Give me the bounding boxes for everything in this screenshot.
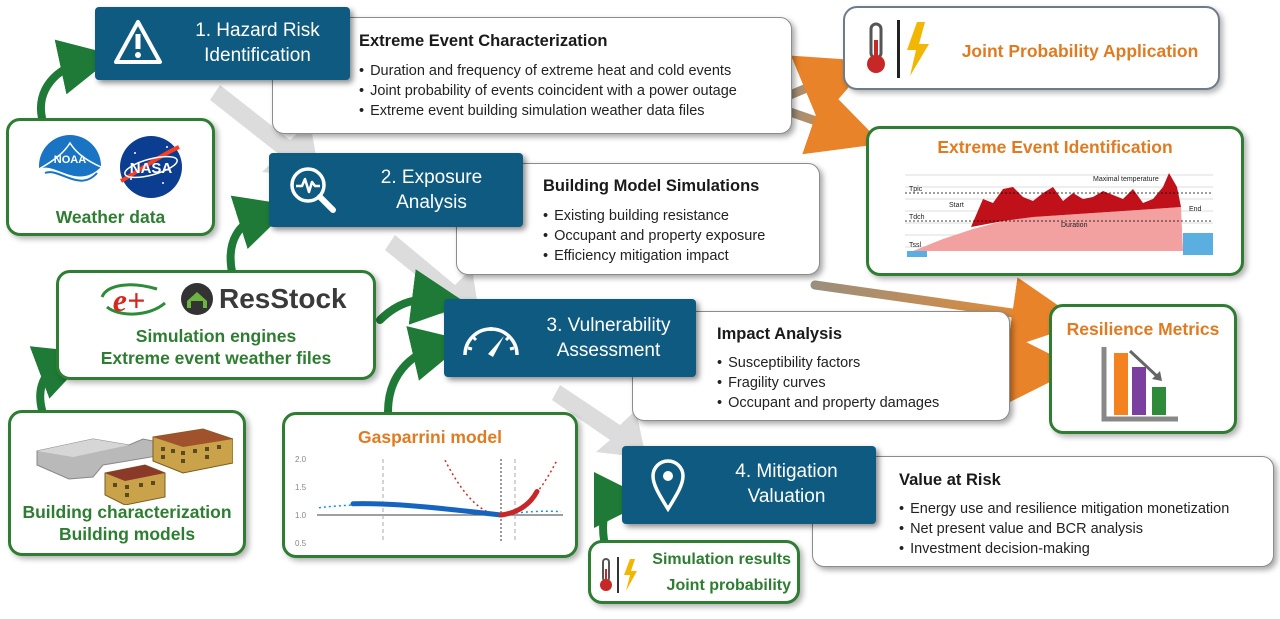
- extreme-event-card: Extreme Event Identification Tpic Start …: [866, 126, 1244, 276]
- step-4-title: 4. Mitigation Valuation: [735, 461, 838, 507]
- vulnerability-details-heading: Impact Analysis: [717, 325, 843, 343]
- extreme-event-mini-chart: Tpic Start Tdch Tssl Duration End Maxima…: [905, 173, 1213, 257]
- tpic-label: Tpic: [909, 186, 923, 193]
- step-1-title: 1. Hazard Risk Identification: [195, 20, 320, 66]
- end-label: End: [1189, 206, 1202, 213]
- resstock-house-icon: [181, 283, 213, 315]
- simulation-engines-label: Simulation engines Extreme event weather…: [100, 326, 332, 368]
- mitigation-bullet: Net present value and BCR analysis: [899, 519, 1229, 539]
- gasparrini-chart: 2.0 1.5 1.0 0.5: [295, 455, 563, 548]
- hazard-details-heading: Extreme Event Characterization: [359, 32, 608, 50]
- y-tick-label: 0.5: [295, 539, 307, 548]
- duration-label: Duration: [1061, 222, 1088, 229]
- gasparrini-card: Gasparrini model 2.0 1.5 1.0 0.5: [282, 412, 578, 558]
- exposure-bullet: Occupant and property exposure: [543, 226, 765, 246]
- maximal-temperature-label: Maximal temperature: [1093, 176, 1159, 183]
- simulation-results-card: Simulation results Joint probability: [588, 540, 800, 604]
- heat-effect-curve: [498, 488, 540, 518]
- vulnerability-bullet-list: Susceptibility factors Fragility curves …: [717, 353, 939, 413]
- resilience-metrics-card: Resilience Metrics: [1049, 304, 1237, 434]
- step-3-title: 3. Vulnerability Assessment: [546, 315, 671, 361]
- step-1-hazard-risk-box: 1. Hazard Risk Identification: [95, 7, 350, 80]
- simulation-engines-card: e+ ResStock Simulation engines Extreme e…: [56, 270, 376, 380]
- y-tick-label: 2.0: [295, 455, 307, 464]
- noaa-text: NOAA: [54, 154, 86, 166]
- resilience-metrics-label: Resilience Metrics: [1066, 319, 1220, 339]
- tssl-label: Tssl: [909, 242, 922, 249]
- y-tick-label: 1.0: [295, 511, 307, 520]
- mitigation-details-card: Value at Risk Energy use and resilience …: [812, 456, 1274, 567]
- hazard-bullet-list: Duration and frequency of extreme heat a…: [359, 61, 737, 121]
- step-3-vulnerability-box: 3. Vulnerability Assessment: [444, 299, 696, 377]
- step-2-exposure-box: 2. Exposure Analysis: [269, 153, 523, 227]
- resstock-logo: ResStock: [179, 281, 349, 317]
- gauge-icon: [463, 327, 519, 357]
- noaa-logo: NOAA: [38, 135, 102, 199]
- joint-probability-label: Joint Probability Application: [961, 41, 1199, 61]
- nasa-text: NASA: [130, 160, 173, 177]
- mitigation-bullet: Investment decision-making: [899, 539, 1229, 559]
- weather-data-card: NOAA NASA Weather data: [6, 118, 215, 236]
- joint-probability-card: Joint Probability Application: [843, 6, 1220, 90]
- simulation-results-label: Simulation results Joint probability: [652, 551, 791, 594]
- exposure-bullet: Efficiency mitigation impact: [543, 246, 765, 266]
- location-pin-icon: [651, 459, 685, 512]
- energyplus-logo: e+: [99, 277, 169, 321]
- magnifier-pulse-icon: [290, 167, 336, 213]
- exposure-details-heading: Building Model Simulations: [543, 177, 760, 195]
- building-models-label: Building characterization Building model…: [22, 502, 232, 544]
- extreme-event-label: Extreme Event Identification: [937, 137, 1173, 157]
- exposure-bullet: Existing building resistance: [543, 206, 765, 226]
- bar-chart-icon: [1101, 347, 1178, 422]
- nasa-logo: NASA: [120, 136, 182, 198]
- step-2-title: 2. Exposure Analysis: [380, 167, 483, 213]
- step-4-mitigation-box: 4. Mitigation Valuation: [622, 446, 876, 524]
- vulnerability-bullet: Occupant and property damages: [717, 393, 939, 413]
- thermometer-lightning-icon: [867, 20, 929, 78]
- building-models-card: Building characterization Building model…: [8, 410, 246, 556]
- mitigation-bullet-list: Energy use and resilience mitigation mon…: [899, 499, 1229, 559]
- thermometer-lightning-icon: [600, 557, 637, 593]
- y-tick-label: 1.5: [295, 483, 307, 492]
- cold-effect-curve: [350, 501, 504, 518]
- mitigation-details-heading: Value at Risk: [899, 471, 1001, 489]
- orange-output-arrows: [785, 55, 1084, 404]
- tdch-label: Tdch: [909, 214, 925, 221]
- start-label: Start: [949, 202, 964, 209]
- vulnerability-bullet: Susceptibility factors: [717, 353, 939, 373]
- warning-icon: [114, 20, 162, 64]
- hazard-bullet: Joint probability of events coincident w…: [359, 81, 737, 101]
- building-models-image: [36, 428, 233, 505]
- energyplus-text: e+: [113, 282, 145, 318]
- resstock-text: ResStock: [219, 283, 347, 314]
- hazard-details-card: Extreme Event Characterization Duration …: [272, 17, 792, 134]
- vulnerability-bullet: Fragility curves: [717, 373, 939, 393]
- exposure-bullet-list: Existing building resistance Occupant an…: [543, 206, 765, 266]
- hazard-bullet: Extreme event building simulation weathe…: [359, 101, 737, 121]
- weather-data-label: Weather data: [55, 207, 166, 227]
- energyplus-mark: e+: [100, 282, 166, 318]
- hazard-bullet: Duration and frequency of extreme heat a…: [359, 61, 737, 81]
- gasparrini-label: Gasparrini model: [358, 427, 502, 447]
- mitigation-bullet: Energy use and resilience mitigation mon…: [899, 499, 1229, 519]
